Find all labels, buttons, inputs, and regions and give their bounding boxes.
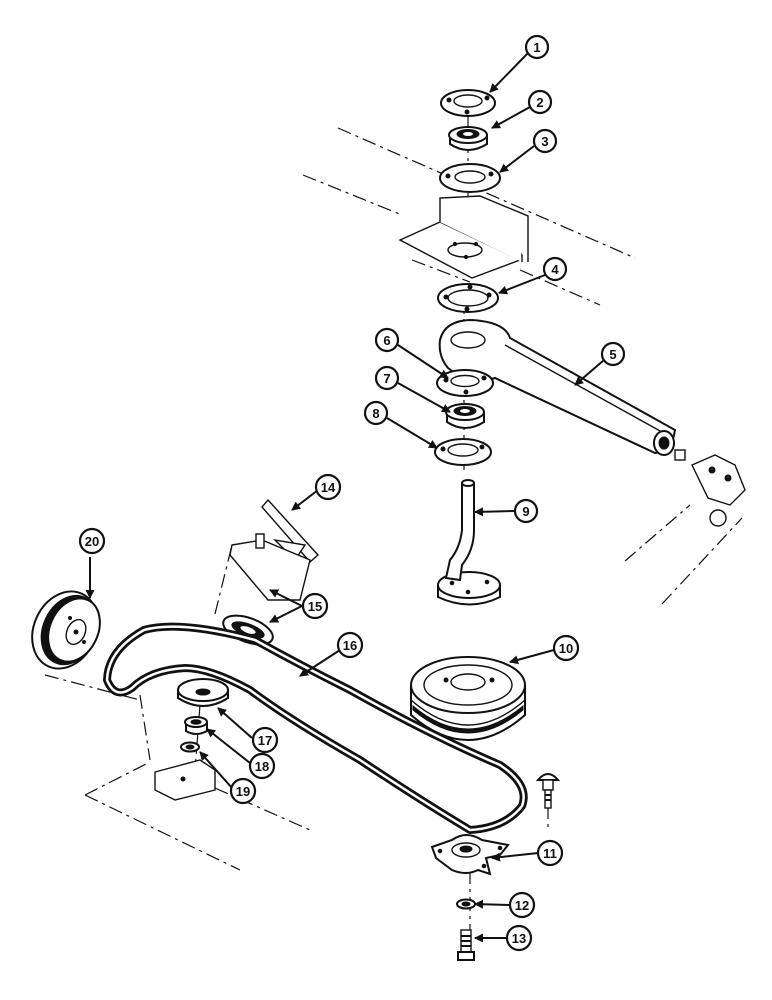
callout-label: 12 xyxy=(515,898,529,913)
callout-7: 7 xyxy=(374,365,400,391)
callout-14: 14 xyxy=(314,473,342,501)
bottom-bracket xyxy=(154,759,216,801)
part-7-bearing xyxy=(445,403,485,429)
callout-label: 18 xyxy=(255,759,269,774)
part-19-washer xyxy=(180,741,200,753)
callout-label: 3 xyxy=(541,134,548,149)
callout-10: 10 xyxy=(552,634,580,662)
part-11-flange-bearing xyxy=(430,834,510,876)
callout-15: 15 xyxy=(301,592,329,620)
part-12-washer xyxy=(456,898,476,910)
part-9-spindle xyxy=(437,479,501,606)
mounting-bracket xyxy=(398,195,529,279)
leader-lines xyxy=(85,52,605,943)
callout-label: 19 xyxy=(236,784,250,799)
callout-6: 6 xyxy=(374,327,400,353)
part-4-gasket xyxy=(437,283,499,313)
idler-bracket xyxy=(229,533,311,601)
part-17-pulley xyxy=(177,678,229,707)
part-3-flange xyxy=(439,163,501,193)
callout-4: 4 xyxy=(542,256,568,282)
callout-5: 5 xyxy=(600,341,626,367)
callout-12: 12 xyxy=(508,891,536,919)
callout-label: 16 xyxy=(343,638,357,653)
callout-19: 19 xyxy=(229,777,257,805)
callout-label: 9 xyxy=(522,504,529,519)
callout-label: 1 xyxy=(533,40,540,55)
callout-1: 1 xyxy=(524,34,550,60)
carriage-bolt xyxy=(535,773,561,809)
part-13-bolt xyxy=(457,929,475,961)
callout-label: 6 xyxy=(383,333,390,348)
callout-label: 10 xyxy=(559,641,573,656)
callout-16: 16 xyxy=(336,631,364,659)
callout-label: 13 xyxy=(512,931,526,946)
callout-label: 11 xyxy=(543,846,557,861)
reference-lines xyxy=(44,112,743,935)
callout-13: 13 xyxy=(505,924,533,952)
part-1-bearing-flange xyxy=(440,89,496,117)
callout-label: 4 xyxy=(551,262,559,277)
callout-3: 3 xyxy=(532,128,558,154)
callout-label: 8 xyxy=(372,406,379,421)
callout-label: 14 xyxy=(321,480,336,495)
part-8-flange xyxy=(434,438,492,466)
part-16-belt xyxy=(103,622,528,834)
callout-11: 11 xyxy=(536,839,564,867)
part-18-bushing xyxy=(184,716,208,735)
callout-label: 15 xyxy=(308,599,322,614)
callout-8: 8 xyxy=(363,400,389,426)
callout-label: 7 xyxy=(383,371,390,386)
part-20-pulley xyxy=(31,590,101,670)
callout-2: 2 xyxy=(527,89,553,115)
part-2-bearing xyxy=(448,126,488,151)
callout-18: 18 xyxy=(248,752,276,780)
callout-label: 5 xyxy=(609,347,616,362)
callout-17: 17 xyxy=(251,726,279,754)
callout-label: 17 xyxy=(258,733,272,748)
callout-label: 20 xyxy=(85,534,99,549)
callout-20: 20 xyxy=(78,527,106,555)
part-5-arm xyxy=(438,318,746,527)
part-6-flange xyxy=(436,369,494,397)
callout-9: 9 xyxy=(513,498,539,524)
part-10-large-pulley xyxy=(410,656,526,741)
callout-label: 2 xyxy=(536,95,543,110)
